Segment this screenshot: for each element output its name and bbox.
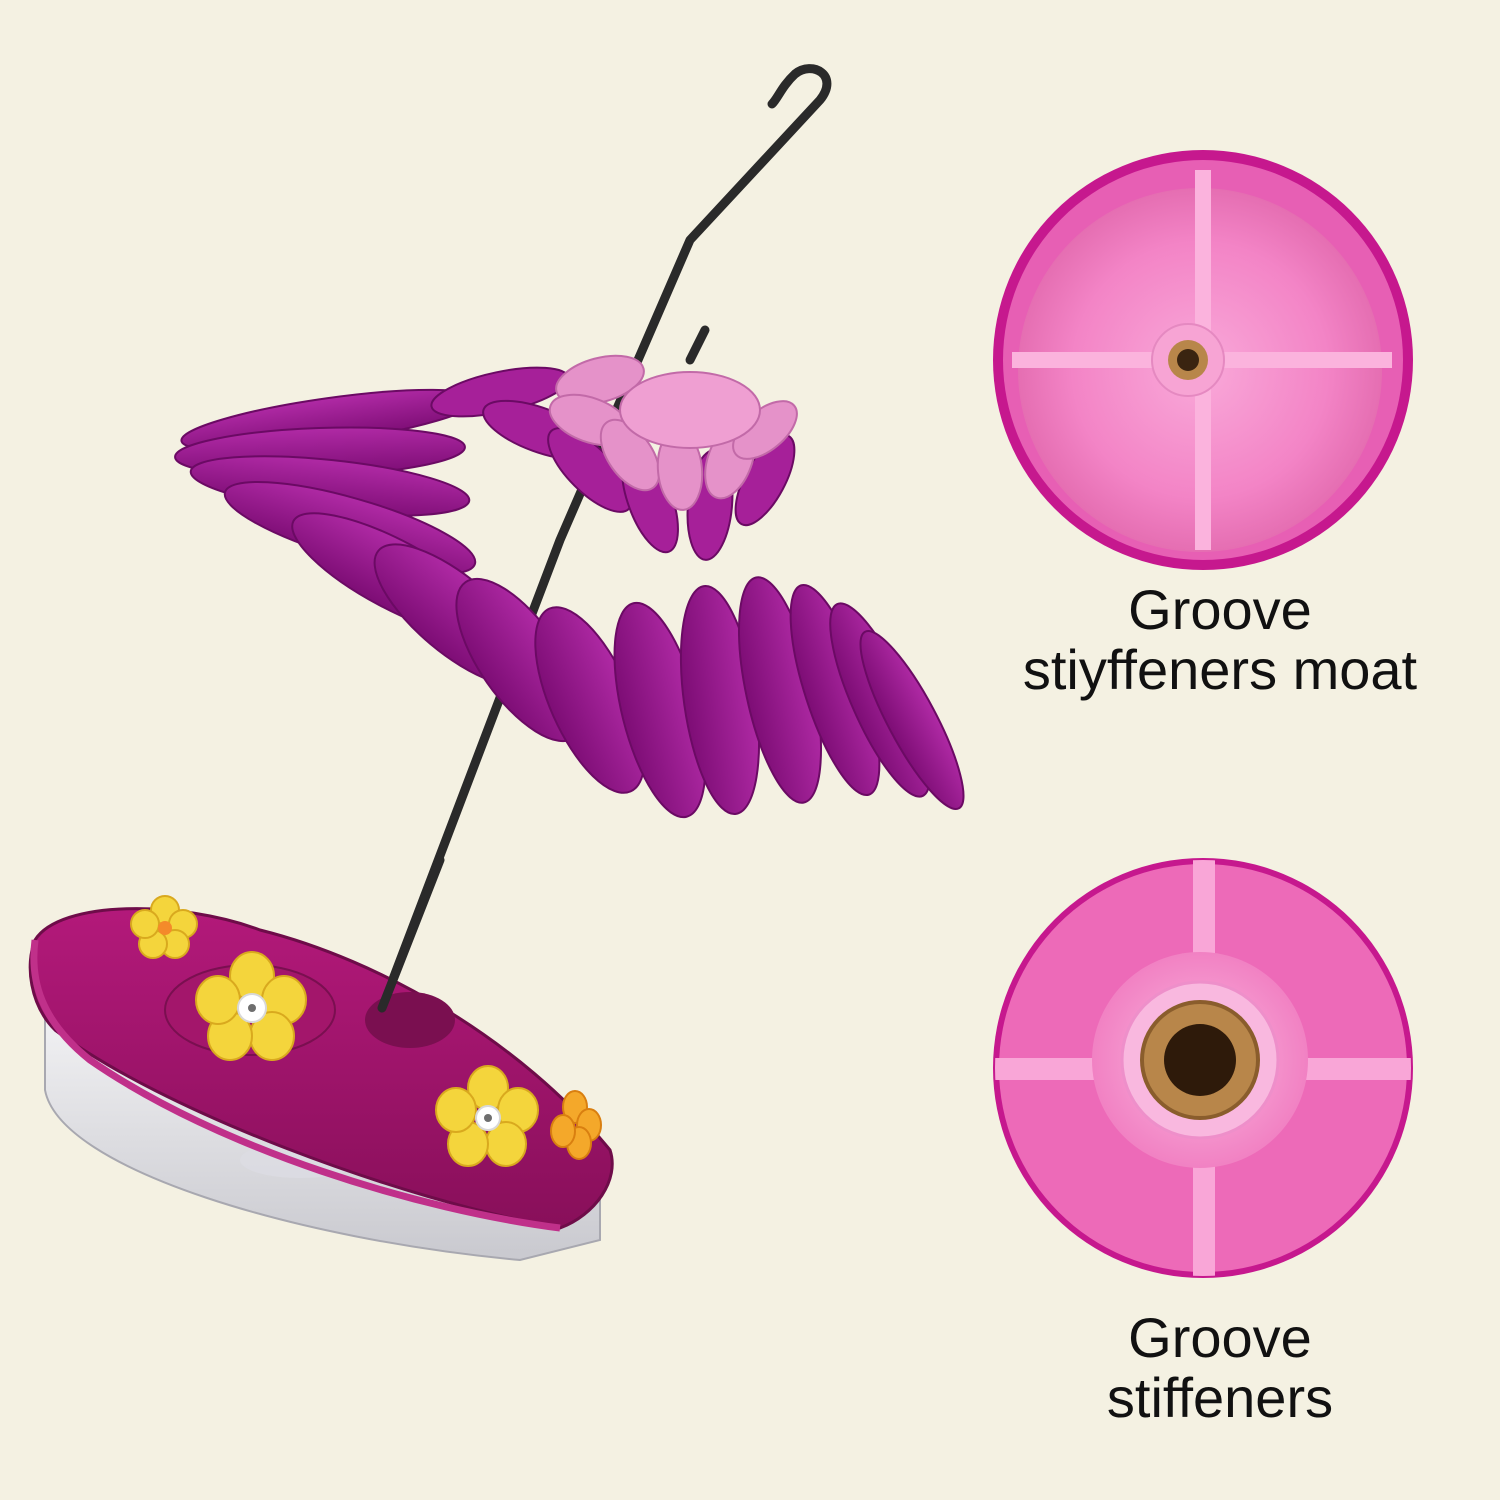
flower-port — [130, 895, 198, 959]
caption-line-2: stiyffeners moat — [1022, 638, 1418, 701]
caption-line-1: Groove — [1128, 1306, 1312, 1369]
moat-interior-closeup — [993, 150, 1413, 570]
flower-port — [550, 1090, 602, 1160]
hanger-hook — [377, 64, 832, 1013]
stiffeners-closeup — [993, 858, 1413, 1278]
flower-port — [195, 951, 307, 1061]
feeder-base — [28, 855, 614, 1262]
petal-dome — [174, 325, 965, 819]
caption-groove-stiffeners: Groove stiffeners — [940, 1308, 1500, 1428]
flower-port — [435, 1065, 539, 1167]
caption-line-1: Groove — [1128, 578, 1312, 641]
caption-groove-stiyffeners-moat: Groove stiyffeners moat — [940, 580, 1500, 700]
caption-line-2: stiffeners — [1106, 1366, 1334, 1429]
